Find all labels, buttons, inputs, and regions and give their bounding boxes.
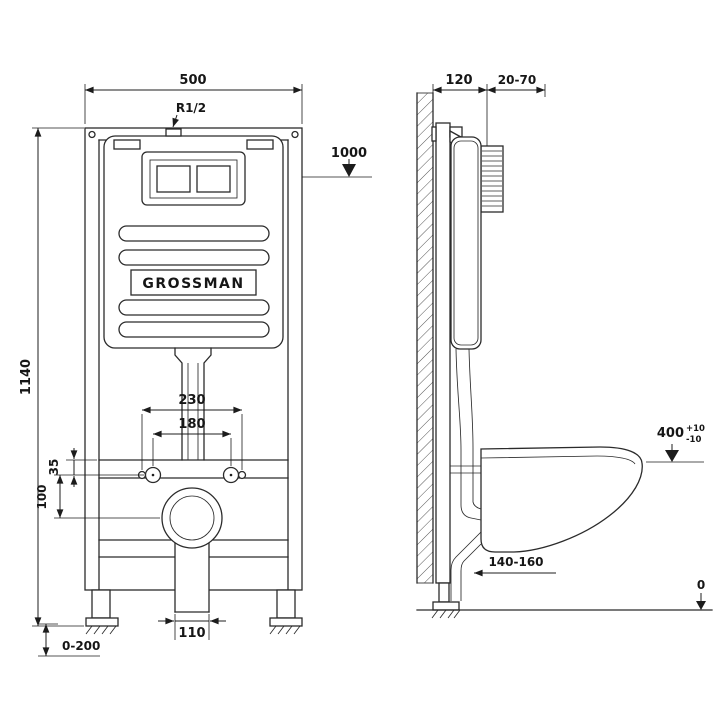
dim-height-1140: 1140 (19, 127, 84, 627)
brand-plate: GROSSMAN (130, 269, 257, 296)
mount-hole-left (88, 130, 96, 139)
front-view: GROSSMAN 230 180 (19, 73, 372, 657)
dim-floor-0: 0 (696, 578, 706, 610)
cistern-tab-left (113, 139, 141, 150)
flush-button-right (196, 165, 231, 193)
dim-400-label: 400 (657, 426, 684, 441)
dim-180-label: 180 (178, 417, 205, 432)
supply-thread-label: R1/2 (176, 101, 206, 115)
dim-1140-label: 1140 (19, 359, 34, 395)
flush-plate (141, 151, 246, 206)
side-view: 120 20-70 400 +10 -10 140-160 0 (416, 73, 713, 619)
mount-hole-right (291, 130, 299, 139)
dim-35: 35 (47, 448, 144, 487)
fixing-points (137, 466, 247, 484)
dim-0-label: 0 (697, 578, 705, 592)
frame-feet (85, 589, 303, 635)
waste-outlet (161, 487, 223, 613)
dim-100-label: 100 (35, 484, 49, 509)
ground-hatch-right (269, 625, 301, 635)
supply-label: R1/2 (172, 101, 206, 128)
dim-140-160-label: 140-160 (488, 555, 543, 569)
cistern: GROSSMAN (103, 128, 284, 349)
wall-section (416, 92, 434, 584)
dim-500-label: 500 (179, 73, 206, 88)
dim-230: 230 (141, 393, 243, 470)
cistern-side (450, 136, 482, 350)
supply-fitting (165, 128, 182, 137)
dim-0-200-label: 0-200 (62, 639, 100, 653)
dim-width-500: 500 (84, 73, 303, 124)
cistern-slats (118, 225, 270, 338)
dim-180: 180 (152, 417, 232, 466)
brand-label: GROSSMAN (142, 276, 244, 292)
wall-bracket (431, 126, 437, 142)
toilet-bowl (480, 446, 643, 553)
dim-20-70-label: 20-70 (498, 73, 536, 87)
dim-100: 100 (35, 475, 160, 519)
ground-hatch-left (85, 625, 117, 635)
dim-1000-label: 1000 (331, 146, 367, 161)
dim-120-label: 120 (445, 73, 472, 88)
waste-pipe-side (450, 531, 482, 601)
dim-400-tol-minus: -10 (686, 435, 701, 445)
dim-35-label: 35 (47, 459, 61, 476)
frame-foot-side (431, 582, 461, 619)
dim-110-label: 110 (178, 626, 205, 641)
dim-140-160: 140-160 (474, 555, 556, 577)
flush-pipe-side (455, 348, 482, 521)
dim-leg-adjust: 0-200 (38, 623, 100, 657)
dim-230-label: 230 (178, 393, 205, 408)
dim-outlet-110: 110 (158, 614, 226, 641)
mounting-studs (450, 465, 481, 474)
flush-button-left (156, 165, 191, 193)
dim-120: 120 (432, 73, 488, 146)
cistern-tab-right (246, 139, 274, 150)
dim-plate-height-1000: 1000 (302, 146, 372, 178)
dim-400-tol-plus: +10 (686, 424, 705, 434)
dim-20-70: 20-70 (487, 73, 546, 97)
dim-400: 400 +10 -10 (646, 424, 705, 463)
